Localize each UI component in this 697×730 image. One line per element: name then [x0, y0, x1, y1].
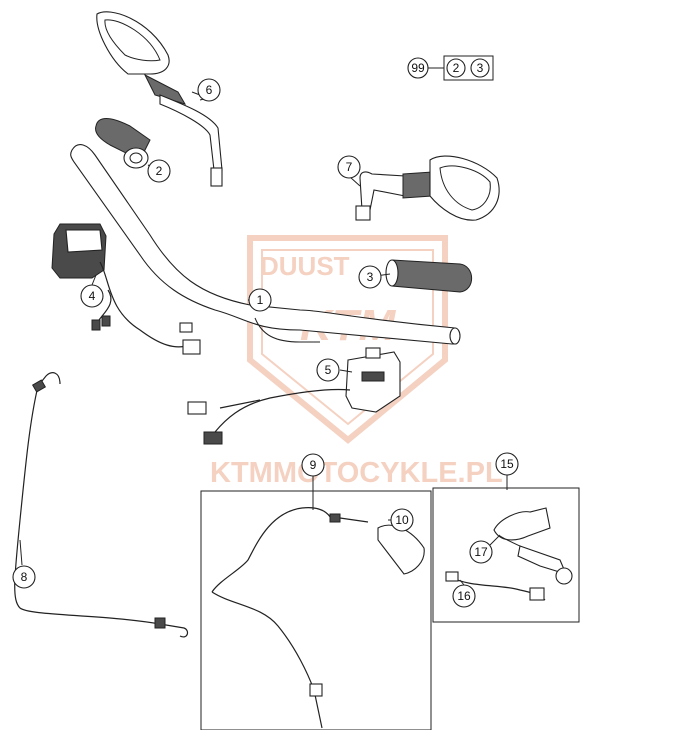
- callout-7: 7: [337, 155, 361, 179]
- switch-left: [51, 223, 201, 355]
- callout-6: 6: [197, 78, 221, 102]
- callout-3: 3: [358, 265, 382, 289]
- svg-text:6: 6: [206, 83, 213, 97]
- svg-text:16: 16: [457, 589, 471, 603]
- svg-text:15: 15: [500, 457, 514, 471]
- callout-15: 15: [495, 452, 519, 476]
- clutch-cable: [14, 372, 189, 638]
- kit-item-3: 3: [477, 61, 484, 75]
- callouts: 1 2 3 4 5 6 7 8: [12, 78, 519, 608]
- grip-left: [95, 118, 151, 169]
- svg-text:9: 9: [310, 458, 317, 472]
- svg-text:4: 4: [89, 289, 96, 303]
- svg-text:7: 7: [346, 160, 353, 174]
- mirror-left: [96, 11, 223, 187]
- kit-item-2: 2: [453, 61, 460, 75]
- watermark-site-text: KTMMOTOCYKLE.PL: [210, 457, 503, 489]
- callout-17: 17: [469, 540, 493, 564]
- watermark-logo-top: DUUST: [260, 251, 350, 281]
- svg-text:2: 2: [156, 164, 163, 178]
- callout-10: 10: [390, 508, 414, 532]
- kit-ref-label: 99: [411, 61, 425, 75]
- mirror-right: [355, 155, 500, 221]
- svg-text:3: 3: [367, 270, 374, 284]
- watermark-shield: [247, 235, 448, 444]
- lever-group: [432, 487, 580, 623]
- callout-8: 8: [12, 565, 36, 589]
- svg-text:10: 10: [395, 513, 409, 527]
- svg-text:8: 8: [21, 570, 28, 584]
- callout-2: 2: [147, 159, 171, 183]
- handlebar: [70, 144, 461, 345]
- throttle-box: [200, 490, 432, 730]
- callout-5: 5: [316, 358, 340, 382]
- kit-reference: 99 2 3: [407, 55, 494, 81]
- switch-right: [187, 347, 401, 445]
- svg-text:1: 1: [257, 293, 264, 307]
- callout-4: 4: [80, 284, 104, 308]
- grip-right: [385, 259, 473, 293]
- lever-box: [432, 487, 580, 623]
- svg-text:5: 5: [325, 363, 332, 377]
- throttle-cable-group: [200, 490, 432, 730]
- callout-16: 16: [452, 584, 476, 608]
- svg-text:17: 17: [474, 545, 488, 559]
- callout-1: 1: [248, 288, 272, 312]
- callout-9: 9: [301, 453, 325, 477]
